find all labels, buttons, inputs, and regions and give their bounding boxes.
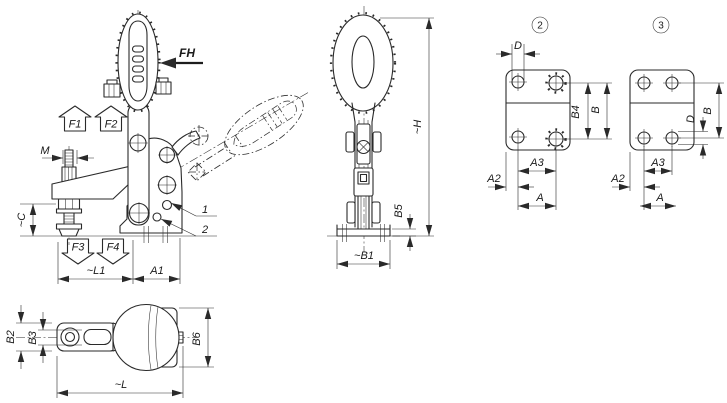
dim-b3: B3 bbox=[27, 312, 82, 363]
dim-l: ~L bbox=[56, 346, 184, 398]
plate-view-2: 2 D B4 B bbox=[486, 16, 612, 210]
toggle-link bbox=[171, 130, 201, 156]
pivot-nut-left bbox=[103, 79, 121, 98]
plate-view-3: 3 B D A3 A2 bbox=[610, 16, 724, 210]
dim-l1-a1: ~L1 A1 bbox=[57, 238, 181, 284]
mounting-hole-ticks bbox=[143, 226, 168, 243]
b3-label: B3 bbox=[27, 330, 39, 344]
a3-2-label: A3 bbox=[529, 157, 544, 169]
handle-open-phantom bbox=[187, 94, 304, 182]
top-arm-slot bbox=[83, 328, 112, 346]
dim-m: M bbox=[40, 145, 94, 164]
open-position-centerline bbox=[175, 91, 310, 171]
dim-h: ~H bbox=[380, 17, 434, 237]
dim-c: ~C bbox=[16, 203, 56, 236]
a3-3-label: A3 bbox=[650, 157, 665, 169]
pivot-nut-right bbox=[155, 77, 172, 95]
a2-3-label: A2 bbox=[610, 173, 624, 185]
fh-label: FH bbox=[179, 46, 195, 60]
callout-2-label: 2 bbox=[201, 224, 208, 236]
d2-label: D bbox=[514, 40, 522, 52]
dim-b1: ~B1 bbox=[336, 240, 391, 269]
b6-label: B6 bbox=[191, 331, 203, 345]
f2-label: F2 bbox=[105, 119, 118, 131]
a1-label: A1 bbox=[149, 265, 163, 277]
dim-a-group-3: A3 A2 A bbox=[610, 146, 676, 210]
a-3-label: A bbox=[655, 192, 663, 204]
side-foot bbox=[327, 224, 400, 242]
a2-2-label: A2 bbox=[486, 173, 500, 185]
dim-d3: D bbox=[678, 115, 708, 159]
d3-label: D bbox=[685, 115, 697, 123]
handle-closed bbox=[115, 11, 161, 113]
view-3-balloon bbox=[652, 16, 670, 34]
side-mechanism bbox=[345, 123, 382, 224]
main-view: FH F1 F2 F3 F4 M ~ bbox=[16, 10, 310, 284]
l1-label: ~L1 bbox=[87, 265, 106, 277]
force-arrow-f3: F3 bbox=[61, 238, 95, 265]
b2-label: B2 bbox=[5, 330, 17, 343]
callout-1: 1 bbox=[170, 202, 217, 217]
callout-2: 2 bbox=[160, 218, 217, 237]
force-arrow-f1: F1 bbox=[58, 105, 92, 132]
top-view: B2 B3 B6 ~L bbox=[5, 303, 214, 398]
view-3-number: 3 bbox=[658, 21, 664, 32]
side-stem bbox=[357, 195, 370, 230]
dim-a-group-2: A3 A2 A bbox=[486, 146, 557, 210]
dim-b3v: B bbox=[679, 82, 724, 139]
top-knob bbox=[112, 303, 180, 372]
handle-force-arrow: FH bbox=[160, 46, 203, 69]
pivot-holes bbox=[128, 133, 177, 224]
side-handle bbox=[329, 11, 397, 115]
f4-label: F4 bbox=[107, 242, 120, 254]
m-label: M bbox=[40, 145, 50, 157]
dim-b5: B5 bbox=[392, 203, 416, 251]
l-label: ~L bbox=[115, 379, 128, 391]
dim-b4-b: B4 B bbox=[563, 82, 612, 140]
b2v-label: B bbox=[590, 106, 602, 113]
view-2-balloon bbox=[531, 16, 549, 34]
base-plate-3 bbox=[629, 69, 695, 151]
clamping-arm bbox=[51, 165, 132, 200]
force-arrow-f2: F2 bbox=[94, 105, 128, 132]
f1-label: F1 bbox=[69, 119, 82, 131]
dim-d2: D bbox=[496, 40, 540, 80]
b4-label: B4 bbox=[570, 105, 582, 118]
view-2-number: 2 bbox=[537, 21, 543, 32]
a-2-label: A bbox=[535, 192, 543, 204]
force-arrow-f4: F4 bbox=[96, 238, 130, 265]
h-label: ~H bbox=[412, 120, 424, 134]
f3-label: F3 bbox=[72, 242, 86, 254]
b-3-label: B bbox=[702, 107, 714, 114]
spindle-foot bbox=[55, 198, 83, 237]
side-view: ~H B5 ~B1 bbox=[327, 6, 434, 269]
b1-label: ~B1 bbox=[354, 250, 374, 262]
c-label: ~C bbox=[16, 213, 28, 227]
dim-b6: B6 bbox=[179, 307, 214, 368]
b5-label: B5 bbox=[393, 203, 405, 217]
callout-1-label: 1 bbox=[202, 204, 208, 216]
